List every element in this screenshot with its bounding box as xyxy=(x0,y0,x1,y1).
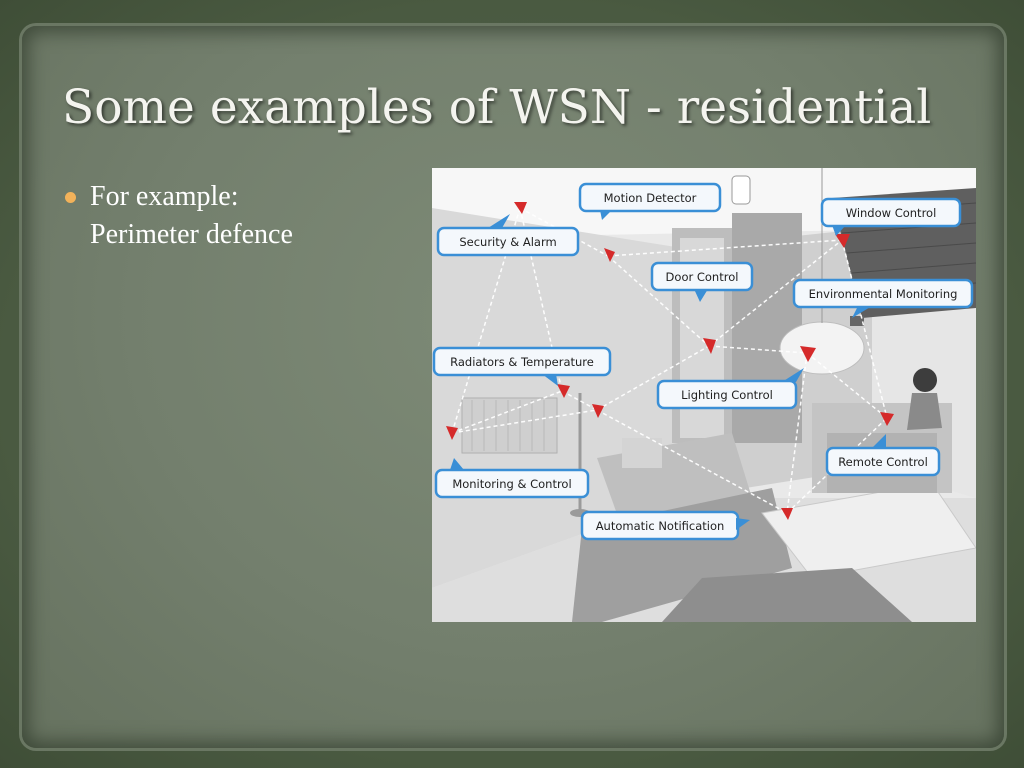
callout-label: Monitoring & Control xyxy=(452,477,571,491)
callout-remote-control: Remote Control xyxy=(825,434,941,477)
callout-label: Security & Alarm xyxy=(459,235,556,249)
room-illustration-svg: Motion Detector Security & Alarm Window … xyxy=(432,168,976,622)
callout-label: Radiators & Temperature xyxy=(450,355,594,369)
callout-environmental-monitoring: Environmental Monitoring xyxy=(792,278,974,318)
callout-label: Environmental Monitoring xyxy=(809,287,958,301)
callout-label: Motion Detector xyxy=(604,191,697,205)
bullet-list: For example: Perimeter defence xyxy=(62,178,412,254)
callout-label: Window Control xyxy=(846,206,937,220)
callout-label: Door Control xyxy=(666,270,739,284)
residential-wsn-illustration: Motion Detector Security & Alarm Window … xyxy=(432,168,976,622)
bullet-line-1: For example: xyxy=(90,181,239,212)
sensor-nodes xyxy=(446,202,894,520)
callout-label: Remote Control xyxy=(838,455,928,469)
callout-door-control: Door Control xyxy=(650,261,754,302)
bullet-line-2: Perimeter defence xyxy=(90,219,293,250)
callout-monitoring-control: Monitoring & Control xyxy=(434,458,590,499)
callout-automatic-notification: Automatic Notification xyxy=(580,510,750,541)
callout-label: Automatic Notification xyxy=(596,519,725,533)
callout-security-alarm: Security & Alarm xyxy=(436,214,580,257)
bullet-dot-icon xyxy=(65,192,76,203)
callout-radiators-temperature: Radiators & Temperature xyxy=(432,346,612,386)
callout-window-control: Window Control xyxy=(820,197,962,236)
callout-lighting-control: Lighting Control xyxy=(656,368,804,410)
bullet-item: For example: Perimeter defence xyxy=(62,178,412,254)
callout-motion-detector: Motion Detector xyxy=(578,182,722,220)
callout-label: Lighting Control xyxy=(681,388,773,402)
slide-title: Some examples of WSN - residential xyxy=(62,80,932,135)
